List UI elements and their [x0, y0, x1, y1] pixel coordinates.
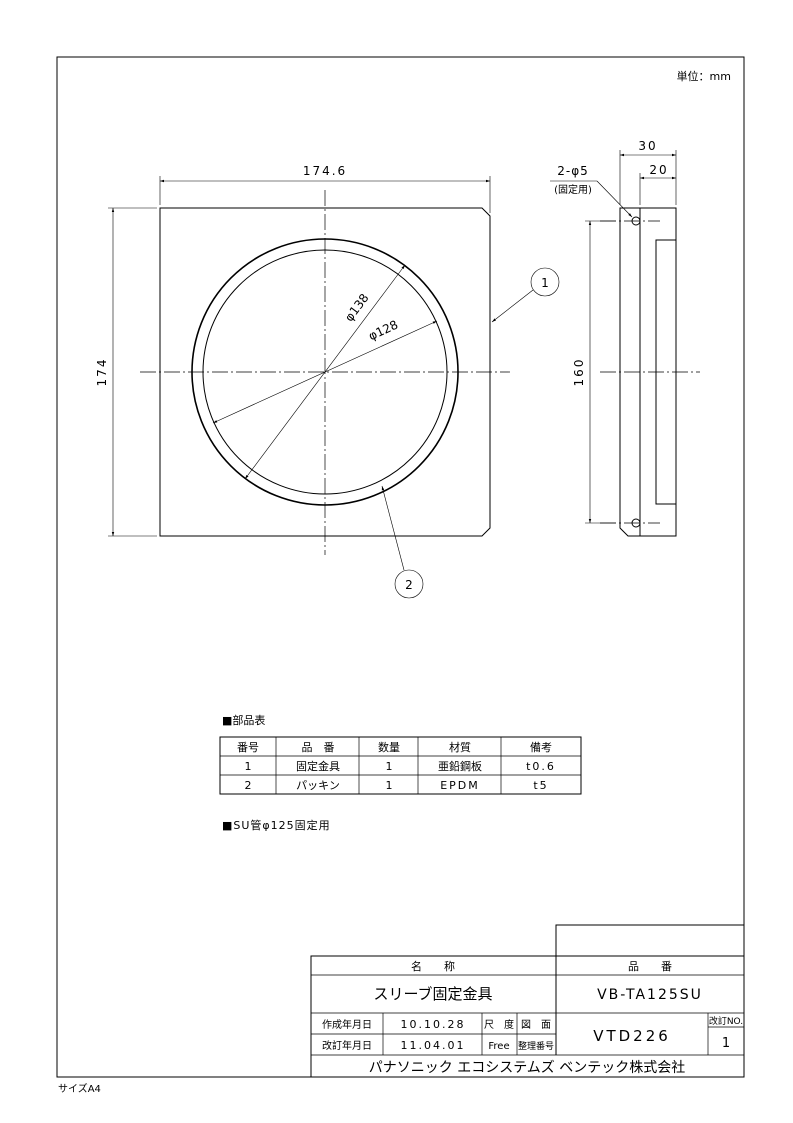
created-label: 作成年月日 — [322, 1018, 372, 1031]
created-date: 10.10.28 — [401, 1018, 466, 1031]
balloon-1-leader — [491, 289, 534, 323]
drawing-label: 図 面 — [521, 1019, 551, 1031]
row1-remarks: t0.6 — [526, 760, 556, 773]
balloon-2-leader — [381, 485, 405, 571]
row1-number: 1 — [245, 760, 252, 773]
part-number: VB-TA125SU — [597, 987, 703, 1003]
part-header: 品 番 — [628, 960, 672, 973]
row1-quantity: 1 — [386, 760, 393, 773]
hole-spec: 2-φ5 — [557, 164, 589, 178]
row1-part: 固定金具 — [296, 759, 340, 773]
paper-size-label: サイズA4 — [58, 1082, 101, 1095]
height-dimension: 174 — [95, 358, 109, 387]
header-remarks: 備考 — [530, 741, 552, 754]
row2-number: 2 — [245, 779, 252, 792]
usage-note: ■SU管φ125固定用 — [222, 818, 331, 832]
inner-diameter-label: φ128 — [366, 318, 400, 344]
depth-inner-dimension: 20 — [649, 163, 668, 177]
plate-outline — [159, 207, 491, 537]
hole-note: (固定用) — [554, 183, 592, 196]
hole-leader — [596, 180, 633, 218]
outer-diameter-label: φ138 — [342, 291, 372, 324]
drawing-number: VTD226 — [593, 1027, 671, 1045]
row1-material: 亜鉛鋼板 — [438, 759, 482, 773]
drawing-label-2: 整理番号 — [518, 1040, 554, 1052]
front-view: 174.6 174 φ138 φ128 1 2 — [95, 164, 560, 599]
revision-number: 1 — [722, 1036, 730, 1051]
row2-part: パッキン — [296, 779, 340, 792]
row2-quantity: 1 — [386, 779, 393, 792]
name-header: 名 称 — [411, 959, 455, 973]
depth-total-dimension: 30 — [638, 139, 657, 153]
inner-diameter-leader — [212, 320, 438, 424]
header-quantity: 数量 — [378, 741, 400, 754]
scale-value: Free — [488, 1041, 509, 1052]
hole-pitch-dimension: 160 — [572, 358, 586, 387]
balloon-2-number: 2 — [405, 578, 413, 592]
parts-table: ■部品表 番号 品 番 数量 材質 備考 1 固定金具 1 亜鉛鋼板 t0.6 … — [219, 713, 582, 795]
side-view: 30 20 2-φ5 (固定用) 160 — [550, 139, 700, 537]
revision-label: 改訂NO. — [709, 1015, 743, 1027]
title-block: 名 称 品 番 スリーブ固定金具 VB-TA125SU 作成年月日 10.10.… — [310, 924, 745, 1078]
header-number: 番号 — [237, 741, 259, 754]
header-material: 材質 — [449, 740, 471, 754]
product-name: スリーブ固定金具 — [373, 985, 492, 1003]
parts-table-heading: ■部品表 — [222, 713, 265, 727]
header-part: 品 番 — [302, 741, 335, 754]
revised-label: 改訂年月日 — [322, 1039, 372, 1052]
company-name: パナソニック エコシステムズ ベンテック株式会社 — [369, 1060, 685, 1076]
row2-material: EPDM — [440, 779, 480, 792]
scale-label: 尺 度 — [484, 1018, 514, 1031]
unit-label: 単位：mm — [677, 69, 731, 83]
balloon-2 — [394, 569, 424, 599]
width-dimension: 174.6 — [303, 164, 347, 178]
revised-date: 11.04.01 — [401, 1039, 466, 1052]
balloon-1 — [530, 267, 560, 297]
balloon-1-number: 1 — [541, 276, 549, 290]
row2-remarks: t5 — [533, 779, 548, 792]
